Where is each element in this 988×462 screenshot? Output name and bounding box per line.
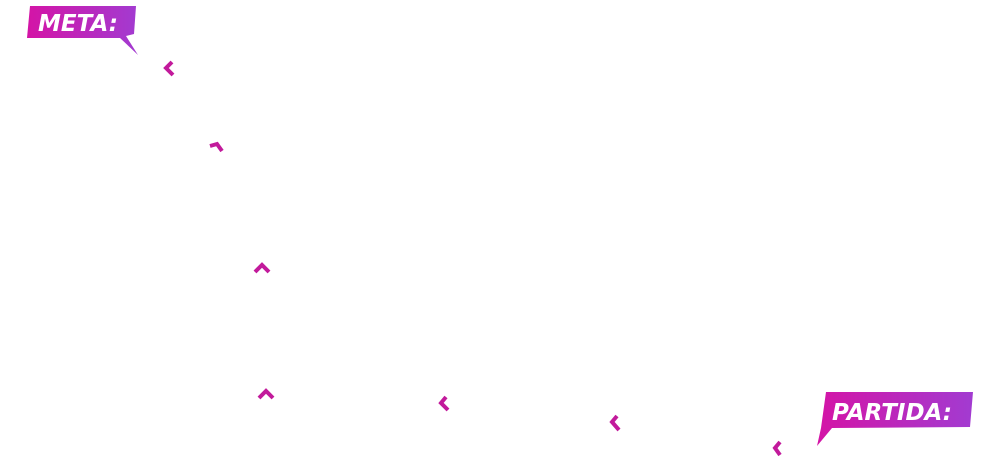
chevron-arrow-icon	[253, 262, 271, 274]
chevron-arrow-icon	[438, 395, 450, 412]
partida-label-badge	[817, 392, 973, 446]
meta-label-badge	[27, 6, 138, 55]
chevron-arrow-icon	[772, 440, 782, 457]
meta-label: META:	[27, 6, 138, 55]
chevron-arrow-icon	[163, 60, 175, 77]
path-markers	[163, 60, 782, 457]
meta-label-text: META:	[38, 11, 118, 37]
chevron-arrow-icon	[609, 414, 621, 432]
partida-label-text: PARTIDA:	[832, 400, 952, 426]
chevron-arrow-icon	[209, 141, 224, 153]
chevron-arrow-icon	[257, 388, 275, 400]
partida-label: PARTIDA:	[817, 392, 973, 446]
